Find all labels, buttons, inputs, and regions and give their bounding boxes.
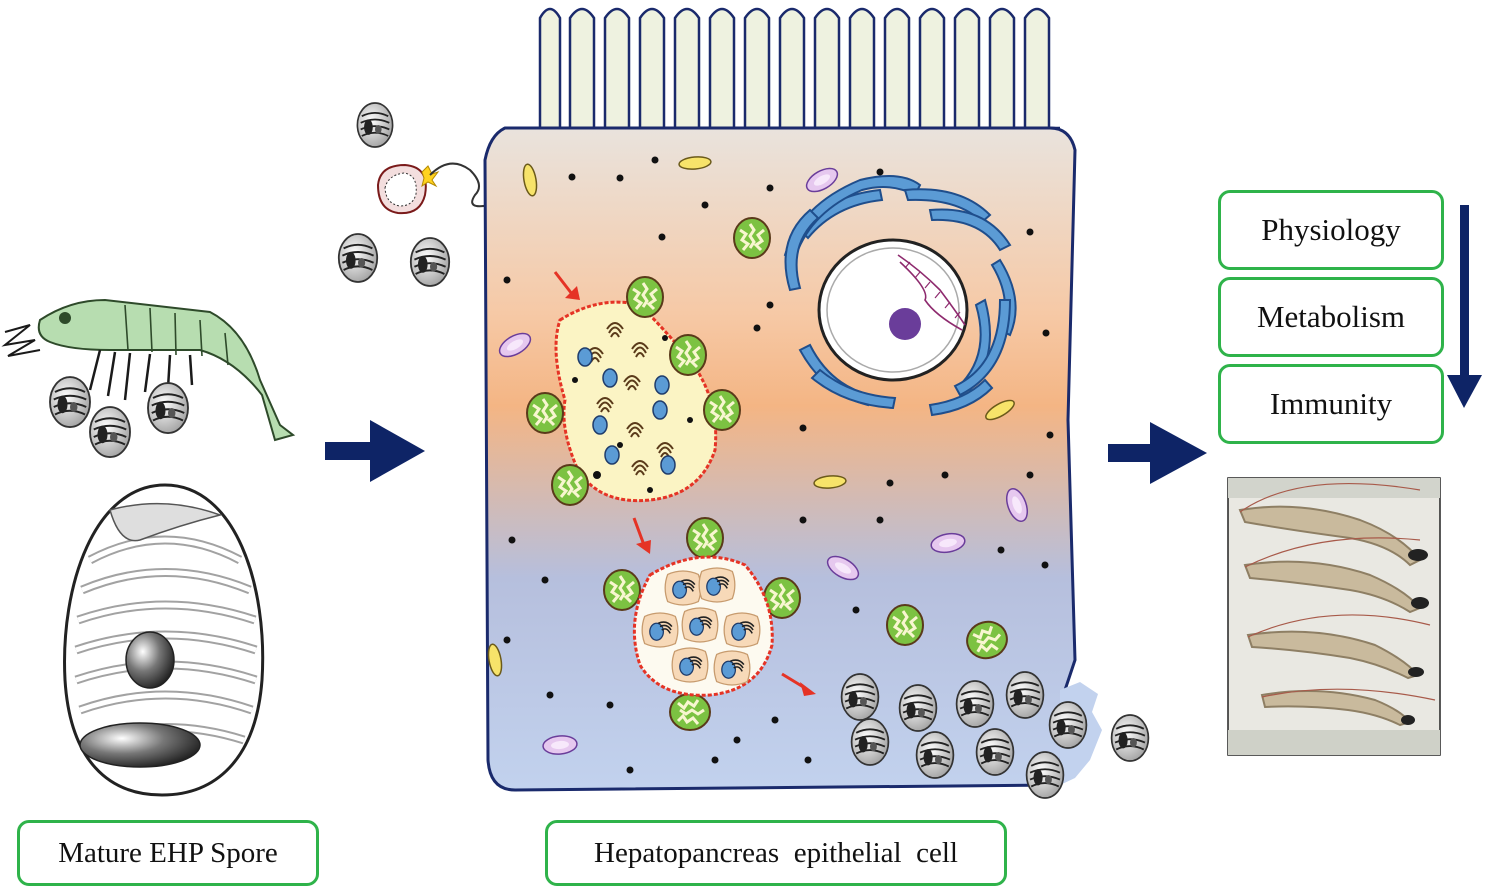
microvilli bbox=[505, 7, 1060, 130]
cell-label: Hepatopancreas epithelial cell bbox=[594, 836, 958, 869]
spore-label: Mature EHP Spore bbox=[58, 836, 278, 869]
effect-label: Physiology bbox=[1261, 212, 1401, 247]
mature-spore-schematic bbox=[63, 483, 265, 797]
nucleus-with-er bbox=[783, 175, 1017, 417]
effect-box-physiology: Physiology bbox=[1218, 190, 1444, 270]
effect-label: Metabolism bbox=[1256, 299, 1406, 334]
effect-box-metabolism: Metabolism bbox=[1218, 277, 1444, 357]
infected-shrimp-illustration bbox=[1, 298, 296, 458]
effect-label: Immunity bbox=[1269, 386, 1393, 421]
flow-arrow-to-effects bbox=[1108, 422, 1207, 484]
effect-box-immunity: Immunity bbox=[1218, 364, 1444, 444]
infected-shrimp-photo bbox=[1227, 477, 1441, 756]
infection-progress-arrows bbox=[553, 271, 816, 696]
label-box-spore: Mature EHP Spore bbox=[17, 820, 319, 886]
flow-arrow-to-cell bbox=[325, 420, 425, 482]
parasitophorous-vacuole-late bbox=[632, 555, 774, 697]
effects-down-arrow bbox=[1447, 205, 1482, 408]
label-box-cell: Hepatopancreas epithelial cell bbox=[545, 820, 1007, 886]
